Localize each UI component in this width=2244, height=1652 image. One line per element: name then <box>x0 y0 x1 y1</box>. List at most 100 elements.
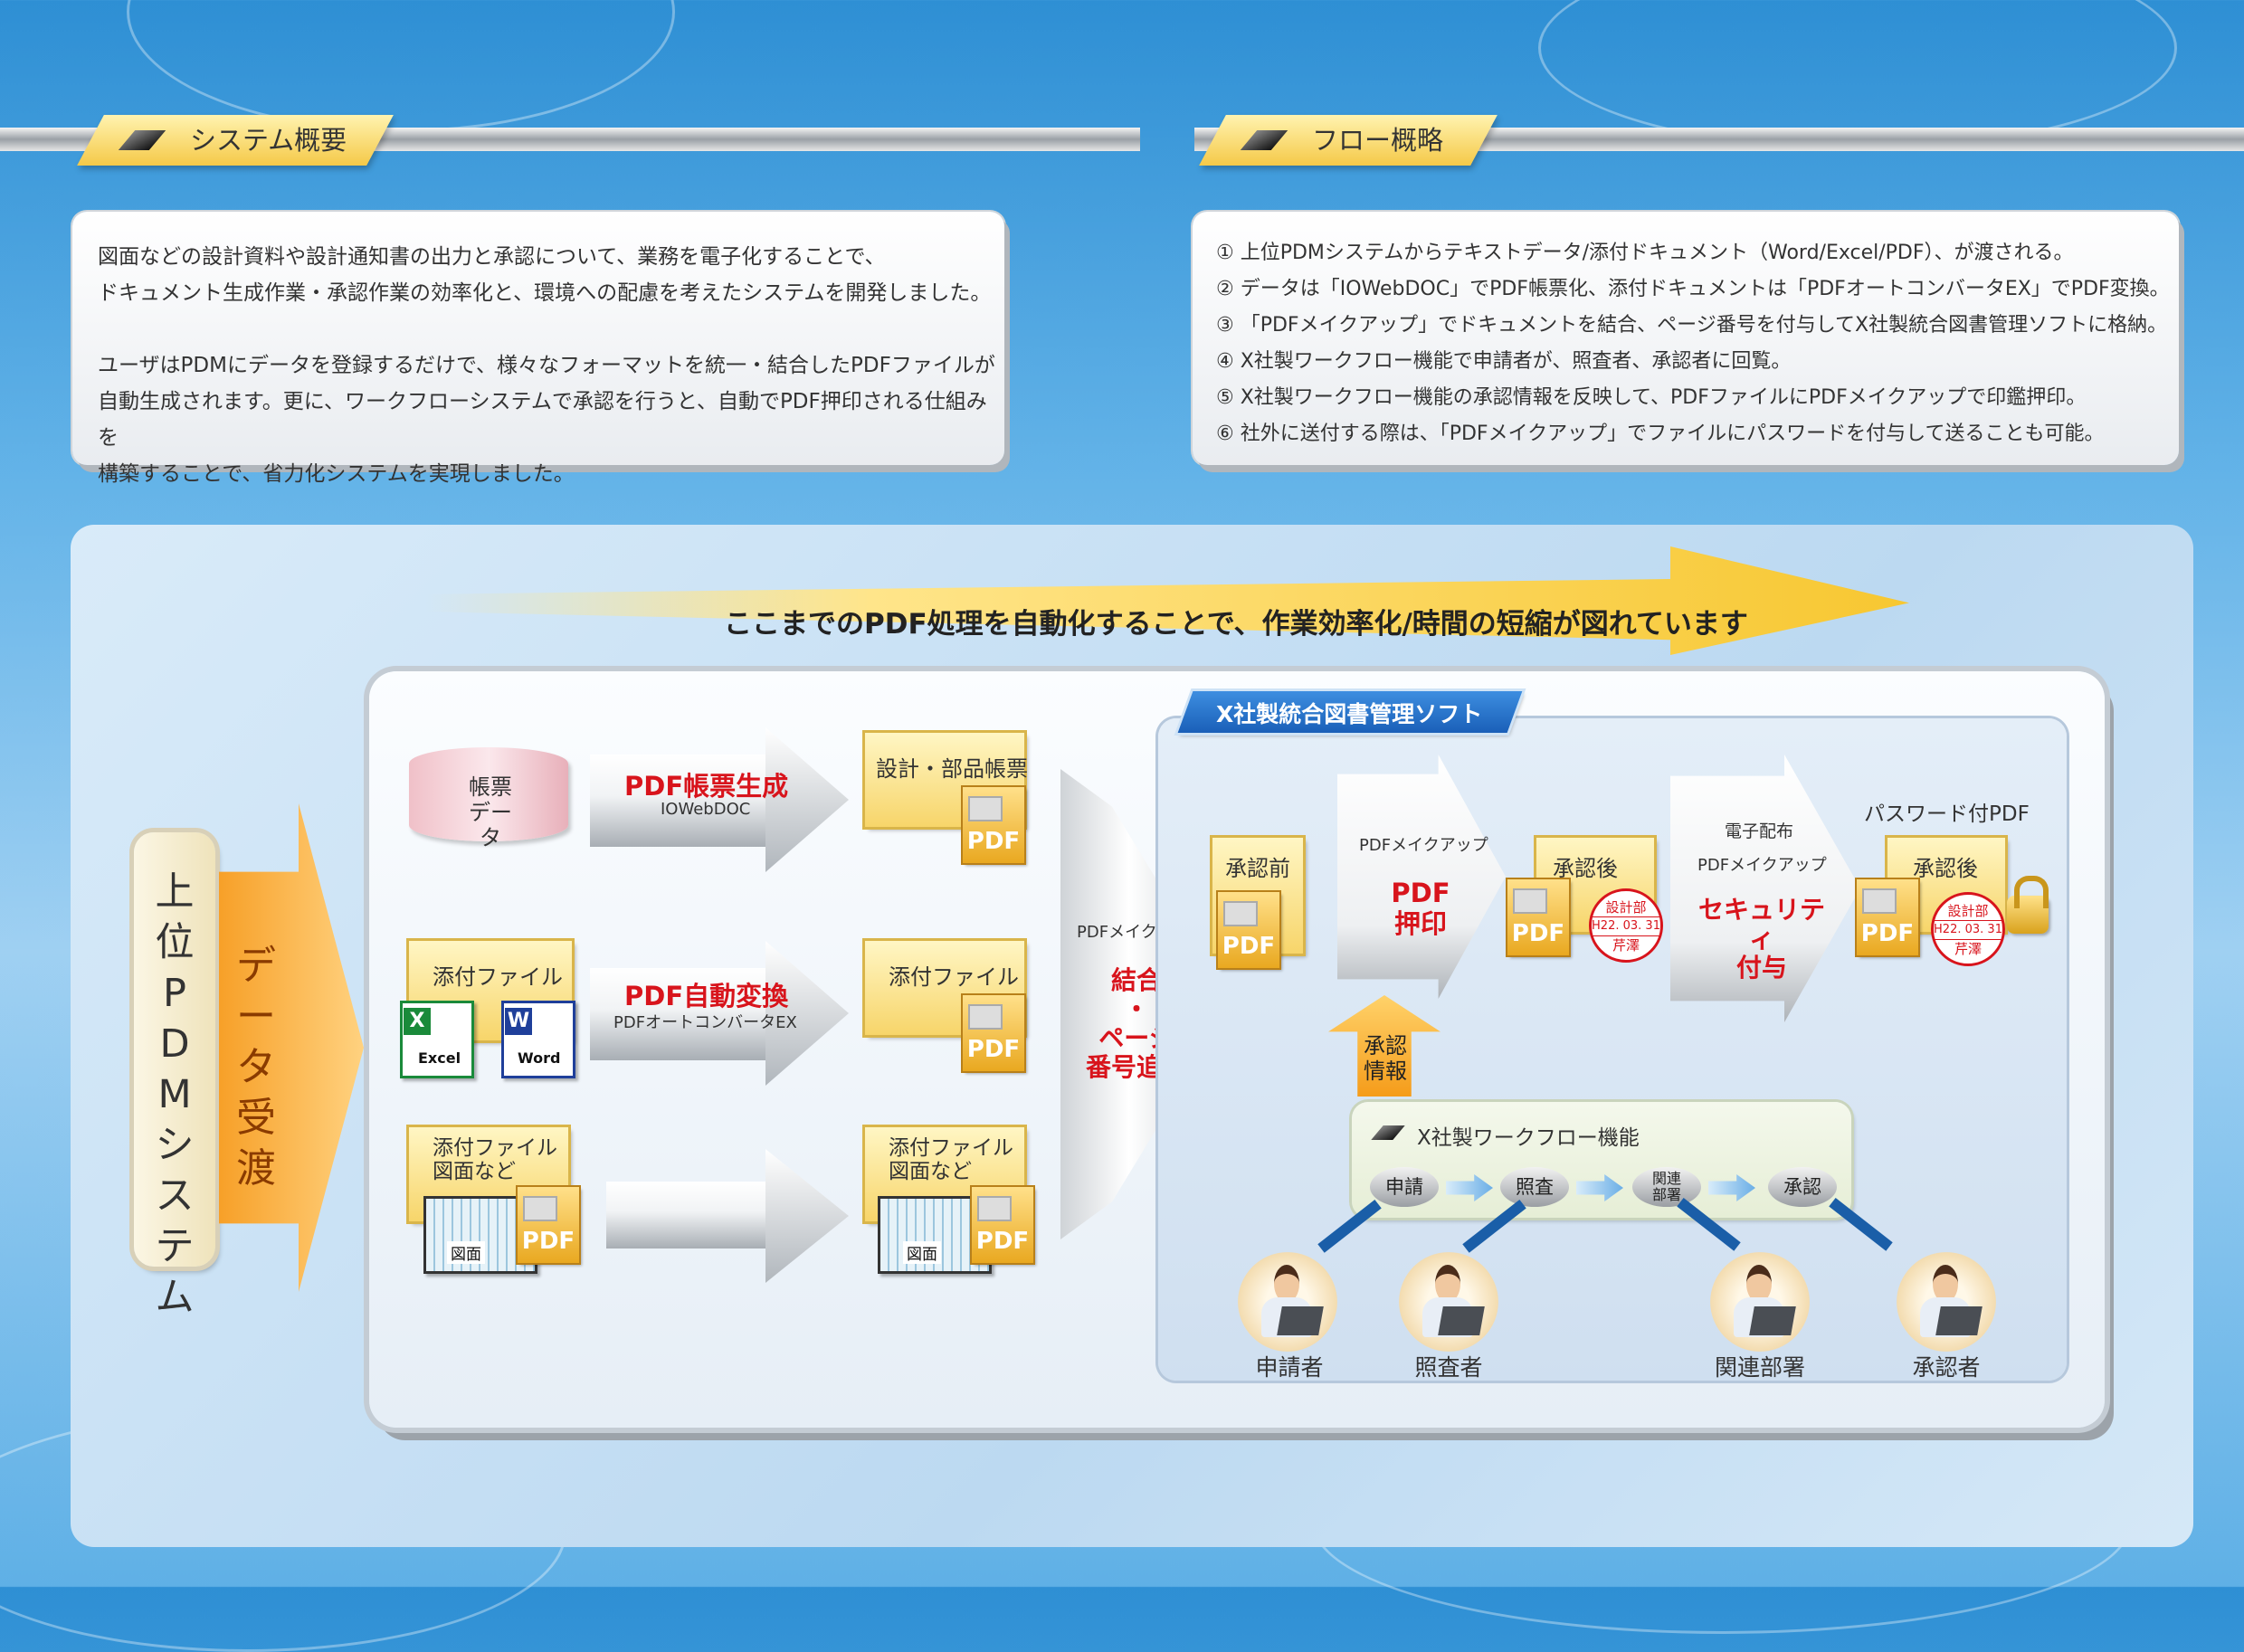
pdf-icon: PDF <box>963 787 1024 863</box>
flow-step: ⑥ 社外に送付する際は、「PDFメイクアップ」でファイルにパスワードを付与して送… <box>1216 422 2105 445</box>
pdf-auto-convert-arrow <box>590 968 780 1060</box>
word-label: Word <box>518 1049 561 1067</box>
checker-person-icon <box>1399 1252 1498 1352</box>
related-dept-label: 関連部署 <box>1714 1354 1805 1381</box>
wf-check-node: 照査 <box>1500 1167 1569 1207</box>
flow-steps: ① 上位PDMシステムからテキストデータ/添付ドキュメント（Word/Excel… <box>1216 235 2170 452</box>
overview-line: 構築することで、省力化システムを実現しました。 <box>98 462 575 486</box>
attached-drawings-label: 添付ファイル 図面など <box>433 1136 557 1183</box>
pdf-icon-label: PDF <box>521 1228 575 1255</box>
attached-drawings-pdf-line1: 添付ファイル <box>889 1136 1013 1160</box>
stamp-name: 芹澤 <box>1612 937 1640 954</box>
flow-step: ⑤ X社製ワークフロー機能の承認情報を反映して、PDFファイルにPDFメイクアッ… <box>1216 386 2087 409</box>
pdf-auto-convert-label: PDF自動変換 <box>624 981 789 1011</box>
checker-label: 照査者 <box>1414 1354 1483 1381</box>
form-data-cylinder <box>409 747 568 841</box>
pdf-form-gen-label: PDF帳票生成 <box>624 771 789 802</box>
approver-person-icon <box>1897 1252 1996 1352</box>
wf-approve-node: 承認 <box>1768 1167 1837 1207</box>
right-header-tab: フロー概略 <box>1199 115 1498 166</box>
pdf-icon-label: PDF <box>966 828 1021 855</box>
before-approval-label: 承認前 <box>1225 856 1290 881</box>
applicant-person-icon <box>1238 1252 1337 1352</box>
attached-drawings-line1: 添付ファイル <box>433 1136 557 1160</box>
pdf-icon: PDF <box>1218 892 1279 968</box>
applicant-label: 申請者 <box>1255 1354 1324 1381</box>
pdf-icon-label: PDF <box>1511 920 1565 947</box>
pdf-icon: PDF <box>1857 879 1918 955</box>
workflow-title: X社製ワークフロー機能 <box>1417 1126 1640 1150</box>
padlock-shackle-icon <box>2014 876 2049 908</box>
pdf-stamp-line1: PDF <box>1391 878 1450 908</box>
attached-file-label: 添付ファイル <box>433 964 563 990</box>
attached-drawings-line2: 図面など <box>433 1160 516 1183</box>
left-header-tab: システム概要 <box>77 115 394 166</box>
pdf-auto-converter-ex-label: PDFオートコンバータEX <box>613 1013 797 1032</box>
wf-approve-label: 承認 <box>1783 1176 1821 1198</box>
pdf-icon-label: PDF <box>975 1228 1030 1255</box>
workflow-box <box>1352 1102 1851 1218</box>
approval-info-line2: 情報 <box>1364 1059 1407 1084</box>
overview-line: ユーザはPDMにデータを登録するだけで、様々なフォーマットを統一・結合したPDF… <box>98 354 995 377</box>
pdm-system-label: 上位PDMシステム <box>155 869 195 1320</box>
flow-panel: ① 上位PDMシステムからテキストデータ/添付ドキュメント（Word/Excel… <box>1193 212 2179 465</box>
attached-drawings-pdf-label: 添付ファイル 図面など <box>889 1136 1013 1183</box>
stamp-name: 芹澤 <box>1954 941 1982 957</box>
drawing-label: 図面 <box>903 1241 941 1264</box>
excel-x-icon: X <box>404 1008 431 1035</box>
stamp-date: H22. 03. 31 <box>1592 916 1660 936</box>
attached-file-pdf-label: 添付ファイル <box>889 964 1019 990</box>
electronic-dist-label: 電子配布 <box>1725 821 1794 841</box>
flow-step: ③ 「PDFメイクアップ」でドキュメントを結合、ページ番号を付与してX社製統合図… <box>1216 314 2168 337</box>
flow-step: ④ X社製ワークフロー機能で申請者が、照査者、承認者に回覧。 <box>1216 350 1792 373</box>
drawing-label: 図面 <box>447 1241 485 1264</box>
pdf-icon-label: PDF <box>1222 933 1276 960</box>
security-line1: セキュリティ <box>1697 895 1825 954</box>
passthrough-arrow <box>606 1182 780 1248</box>
approval-info-label: 承認 情報 <box>1363 1033 1408 1084</box>
overview-text: 図面などの設計資料や設計通知書の出力と承認について、業務を電子化することで、 ド… <box>98 239 1004 492</box>
password-pdf-label: パスワード付PDF <box>1864 802 2030 826</box>
wf-check-label: 照査 <box>1516 1176 1554 1198</box>
attached-drawings-pdf-line2: 図面など <box>889 1160 972 1183</box>
overview-line: 自動生成されます。更に、ワークフローシステムで承認を行うと、自動でPDF押印され… <box>98 390 987 450</box>
wf-related-line2: 部署 <box>1651 1186 1681 1203</box>
x-doc-soft-label: X社製統合図書管理ソフト <box>1216 701 1483 727</box>
overview-line: 図面などの設計資料や設計通知書の出力と承認について、業務を電子化することで、 <box>98 245 886 269</box>
background-swirl <box>127 0 675 132</box>
security-makeup-label: PDFメイクアップ <box>1697 856 1827 875</box>
pdf-icon: PDF <box>518 1187 579 1263</box>
stamp-date: H22. 03. 31 <box>1934 920 2002 940</box>
pdf-stamp-makeup-label: PDFメイクアップ <box>1359 836 1488 855</box>
data-transfer-label: データ受渡 <box>236 943 276 1192</box>
flow-step: ② データは「IOWebDOC」でPDF帳票化、添付ドキュメントは「PDFオート… <box>1216 278 2170 300</box>
overview-panel: 図面などの設計資料や設計通知書の出力と承認について、業務を電子化することで、 ド… <box>72 212 1004 486</box>
password-after-approval-label: 承認後 <box>1913 856 1978 881</box>
security-label: セキュリティ 付与 <box>1694 896 1830 983</box>
wf-related-node: 関連 部署 <box>1632 1167 1701 1207</box>
password-stamp: 設計部 H22. 03. 31 芹澤 <box>1931 892 2005 966</box>
pdf-icon: PDF <box>972 1187 1033 1263</box>
excel-label: Excel <box>418 1049 461 1067</box>
stamp-dept: 設計部 <box>1605 899 1647 916</box>
iowebdoc-label: IOWebDOC <box>661 800 751 819</box>
pdf-icon: PDF <box>1507 879 1569 955</box>
design-forms-label: 設計・部品帳票 <box>876 756 1028 782</box>
pdf-icon-label: PDF <box>1860 920 1915 947</box>
pdm-system-box <box>134 832 215 1267</box>
approver-label: 承認者 <box>1912 1354 1981 1381</box>
approval-info-line1: 承認 <box>1364 1033 1407 1059</box>
pdf-stamp-label: PDF 押印 <box>1384 878 1457 939</box>
word-w-icon: W <box>505 1008 532 1035</box>
banner-text: ここまでのPDF処理を自動化することで、作業効率化/時間の短縮が図れています <box>724 608 1748 641</box>
pdf-stamp-line2: 押印 <box>1393 908 1447 939</box>
combine-dot: ・ <box>1123 994 1149 1024</box>
security-line2: 付与 <box>1735 953 1787 983</box>
stamp-dept: 設計部 <box>1947 903 1989 919</box>
overview-line: ドキュメント生成作業・承認作業の効率化と、環境への配慮を考えたシステムを開発しま… <box>98 281 992 305</box>
pdf-form-gen-arrow <box>590 755 780 847</box>
flow-step: ① 上位PDMシステムからテキストデータ/添付ドキュメント（Word/Excel… <box>1216 242 2074 264</box>
wf-apply-node: 申請 <box>1370 1167 1439 1207</box>
pdf-icon-label: PDF <box>966 1036 1021 1063</box>
related-dept-person-icon <box>1710 1252 1810 1352</box>
